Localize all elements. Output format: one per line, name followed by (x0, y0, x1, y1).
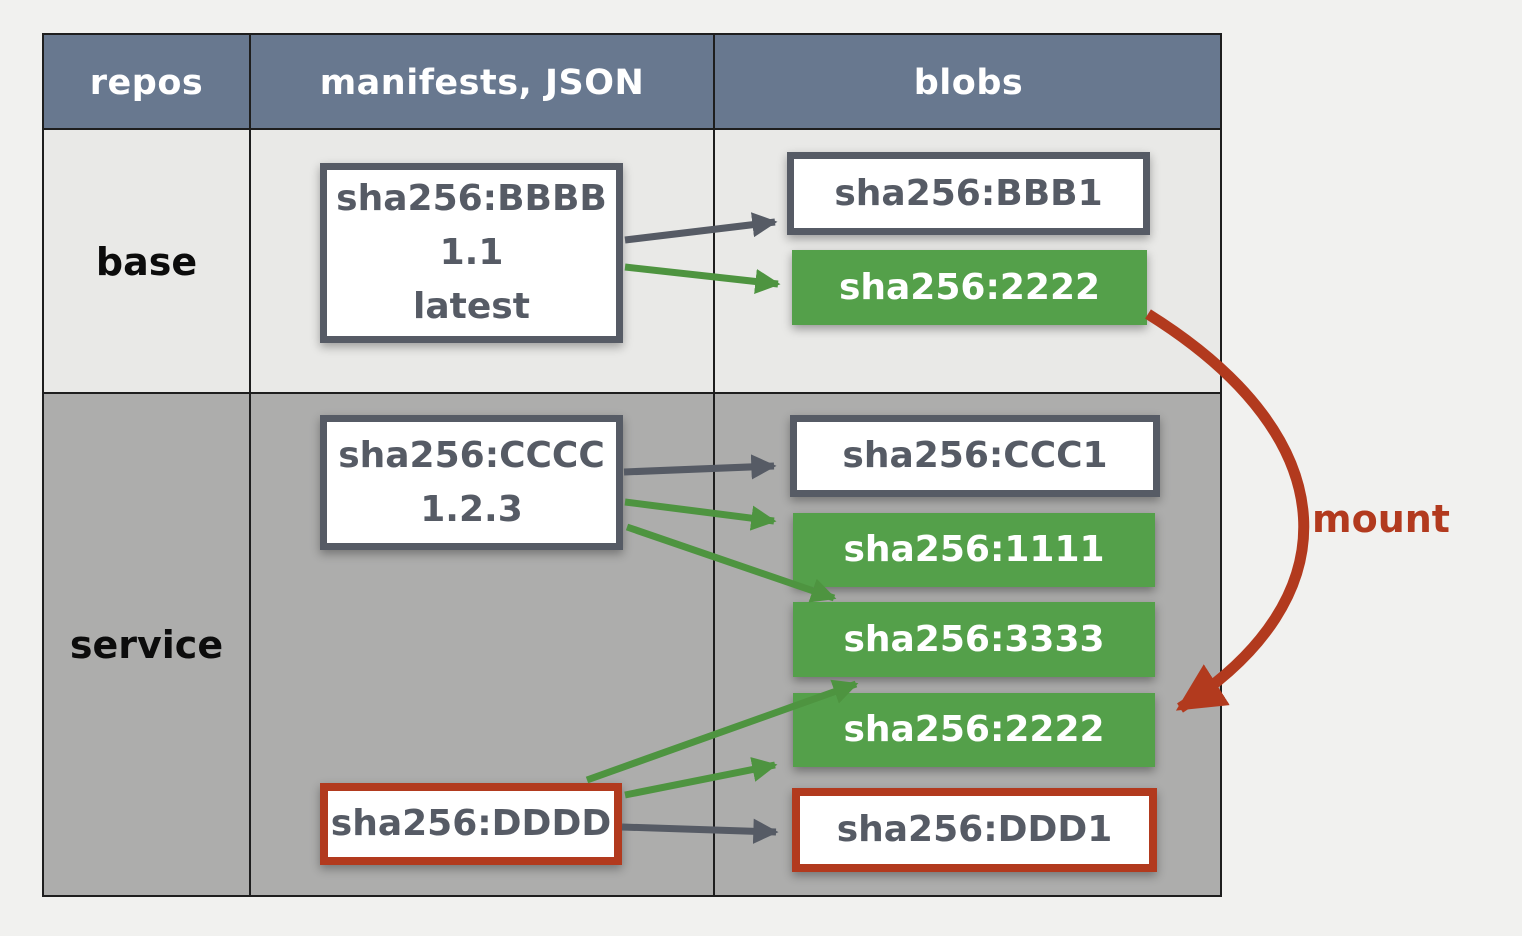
column-header-manifests: manifests, JSON (319, 62, 645, 103)
blob-box-base-2222: sha256:2222 (792, 250, 1147, 325)
blob-digest: sha256:2222 (843, 709, 1105, 750)
manifest-digest: sha256:CCCC (338, 434, 605, 476)
blob-digest: sha256:CCC1 (842, 435, 1108, 476)
blob-digest: sha256:BBB1 (834, 172, 1103, 214)
manifest-box-cccc: sha256:CCCC 1.2.3 (320, 415, 623, 550)
blob-digest: sha256:DDD1 (836, 809, 1113, 850)
manifest-box-dddd: sha256:DDDD (320, 783, 622, 865)
blob-box-ddd1: sha256:DDD1 (792, 788, 1157, 872)
blob-digest: sha256:2222 (838, 266, 1101, 308)
blob-box-ccc1: sha256:CCC1 (790, 415, 1160, 497)
manifest-digest: sha256:DDDD (330, 803, 612, 844)
repo-label-base: base (95, 240, 198, 284)
manifest-digest: sha256:BBBB (336, 178, 607, 219)
manifest-box-bbbb: sha256:BBBB 1.1 latest (320, 163, 623, 343)
blob-box-service-2222: sha256:2222 (793, 693, 1155, 767)
manifest-tag: 1.2.3 (420, 488, 523, 530)
blob-box-3333: sha256:3333 (793, 602, 1155, 677)
blob-box-1111: sha256:1111 (793, 513, 1155, 587)
blob-box-bbb1: sha256:BBB1 (787, 152, 1150, 235)
column-divider-1 (249, 35, 251, 895)
column-header-repos: repos (89, 62, 204, 103)
manifest-tag: latest (413, 286, 530, 327)
repo-label-service: service (69, 622, 224, 667)
manifest-tag: 1.1 (439, 232, 504, 273)
column-divider-2 (713, 35, 715, 895)
column-header-blobs: blobs (913, 62, 1024, 103)
blob-digest: sha256:3333 (843, 618, 1105, 660)
table-header-row (44, 35, 1220, 130)
blob-digest: sha256:1111 (843, 529, 1105, 570)
mount-label: mount (1312, 497, 1450, 541)
